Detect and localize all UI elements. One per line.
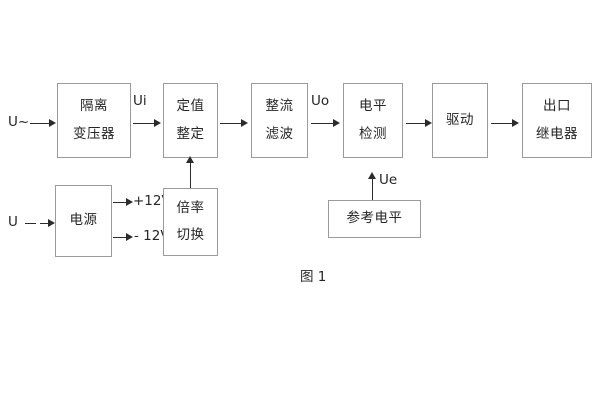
- block-multiplier-switch: 倍率 切换: [163, 188, 218, 256]
- block-setting-value-line-1: 定值: [176, 98, 205, 114]
- connector-supply-pos-line: [113, 202, 127, 203]
- block-multiplier-switch-line-1: 倍率: [176, 199, 205, 216]
- connector-level-to-drive-line: [406, 123, 426, 124]
- uo-signal-label: Uo: [311, 93, 330, 109]
- connector-reference-to-level-line: [372, 177, 373, 200]
- connector-setting-to-rectify-line: [220, 123, 242, 124]
- connector-supply-neg-arrow: [126, 232, 133, 241]
- block-rectify-filter-line-2: 滤波: [265, 125, 294, 142]
- block-reference-level: 参考电平: [328, 200, 421, 238]
- connector-supply-pos-arrow: [126, 197, 133, 206]
- block-drive-line-1: 驱动: [446, 111, 474, 128]
- block-drive: 驱动: [432, 83, 488, 158]
- block-level-detection-line-1: 电平: [359, 98, 387, 114]
- connector-ac-input-line: [30, 123, 50, 124]
- block-output-relay-line-1: 出口: [543, 98, 571, 114]
- block-output-relay-line-2: 继电器: [536, 125, 578, 142]
- block-multiplier-switch-line-2: 切换: [176, 227, 205, 243]
- block-level-detection-line-2: 检测: [359, 125, 387, 142]
- connector-drive-to-relay-line: [491, 123, 513, 124]
- block-power-supply: 电源: [55, 185, 112, 257]
- block-rectify-filter-line-1: 整流: [265, 98, 294, 114]
- dc-input-label: U: [8, 214, 18, 230]
- ac-input-label: U~: [8, 114, 30, 130]
- block-isolation-transformer: 隔离 变压器: [57, 83, 131, 158]
- connector-rectify-to-level-line: [311, 123, 334, 124]
- block-rectify-filter: 整流 滤波: [251, 83, 308, 158]
- block-reference-level-line-1: 参考电平: [346, 210, 403, 227]
- connector-transformer-to-setting-line: [133, 123, 155, 124]
- supply-positive-label: +12V: [133, 193, 171, 209]
- connector-multiplier-to-setting-line: [190, 161, 191, 188]
- block-power-supply-line-1: 电源: [69, 212, 98, 229]
- connector-multiplier-to-setting-arrow: [186, 156, 194, 163]
- connector-rectify-to-level-arrow: [333, 118, 340, 127]
- block-output-relay: 出口 继电器: [522, 83, 592, 158]
- block-isolation-transformer-line-1: 隔离: [80, 98, 108, 114]
- connector-transformer-to-setting-arrow: [154, 118, 161, 127]
- connector-drive-to-relay-arrow: [512, 118, 519, 127]
- ue-signal-label: Ue: [379, 172, 398, 188]
- connector-dc-input-arrow: [48, 218, 55, 227]
- connector-ac-input-arrow: [49, 118, 56, 127]
- block-setting-value-line-2: 整定: [176, 125, 205, 142]
- figure-caption: 图 1: [300, 269, 327, 285]
- block-setting-value: 定值 整定: [163, 83, 218, 158]
- connector-level-to-drive-arrow: [425, 118, 432, 127]
- connector-dc-input-dash-1: [25, 223, 36, 224]
- block-isolation-transformer-line-2: 变压器: [73, 125, 115, 142]
- connector-supply-neg-line: [113, 237, 127, 238]
- block-level-detection: 电平 检测: [343, 83, 403, 158]
- connector-dc-input-line: [40, 223, 49, 224]
- supply-negative-label: - 12V: [134, 228, 170, 244]
- connector-reference-to-level-arrow: [368, 172, 376, 179]
- connector-setting-to-rectify-arrow: [241, 118, 248, 127]
- ui-signal-label: Ui: [133, 93, 147, 109]
